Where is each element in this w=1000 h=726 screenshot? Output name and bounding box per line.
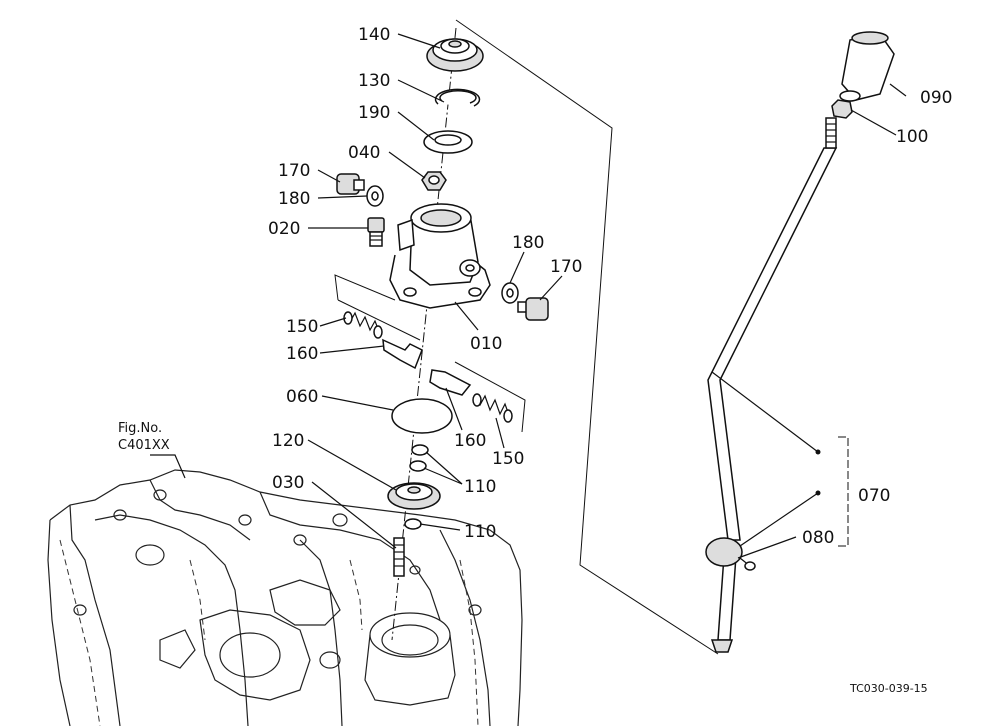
part-180-washer-left <box>366 185 384 207</box>
detent-frame-upper-base <box>337 299 421 341</box>
callout-110-upper: 110 <box>464 477 496 497</box>
callout-170-right: 170 <box>550 257 582 277</box>
part-170-bolt-right <box>517 297 549 321</box>
part-190-washer <box>423 130 473 154</box>
part-010-shift-housing <box>389 203 491 309</box>
callout-110-lower: 110 <box>464 522 496 542</box>
part-090-knob <box>839 31 895 102</box>
callout-150-upper: 150 <box>286 317 318 337</box>
part-060-oring <box>391 398 453 434</box>
part-110-oring-2 <box>409 460 427 472</box>
part-120-seat <box>387 482 441 510</box>
part-030-stud <box>393 537 405 577</box>
part-150-spring-lower <box>472 393 513 423</box>
callout-170-left: 170 <box>278 161 310 181</box>
callout-160-lower: 160 <box>454 431 486 451</box>
callout-040: 040 <box>348 143 380 163</box>
callout-100: 100 <box>896 127 928 147</box>
callout-030: 030 <box>272 473 304 493</box>
part-130-circlip <box>434 88 481 107</box>
leader-lines <box>150 33 907 559</box>
callout-180-left: 180 <box>278 189 310 209</box>
callout-020: 020 <box>268 219 300 239</box>
exploded-view-frame <box>455 19 719 655</box>
figure-reference-line1: Fig.No. <box>118 421 162 436</box>
callout-140: 140 <box>358 25 390 45</box>
part-040-nut <box>421 171 447 191</box>
part-160-detent-pin-upper <box>382 338 423 370</box>
part-020-plug <box>367 217 385 247</box>
callout-130: 130 <box>358 71 390 91</box>
part-100-nut <box>831 99 853 119</box>
part-150-spring-upper <box>343 311 383 339</box>
part-080-ball-joint <box>705 537 756 571</box>
part-170-bolt-left <box>336 173 365 195</box>
part-160-detent-pin-lower <box>429 369 472 396</box>
figure-reference: Fig.No. C401XX <box>118 421 170 453</box>
transmission-housing <box>47 469 523 726</box>
callout-150-lower: 150 <box>492 449 524 469</box>
drawing-number: TC030-039-15 <box>849 682 928 695</box>
part-180-washer-right <box>501 282 519 304</box>
detent-frame-lower <box>454 361 526 433</box>
figure-reference-line2: C401XX <box>118 438 170 453</box>
callout-120: 120 <box>272 431 304 451</box>
callout-080: 080 <box>802 528 834 548</box>
callout-070: 070 <box>858 486 890 506</box>
part-110-oring-3 <box>404 518 422 530</box>
part-140-boot <box>426 38 484 72</box>
part-070-shift-lever <box>707 117 838 653</box>
detent-frame-upper <box>334 274 396 301</box>
part-110-oring-1 <box>411 444 429 456</box>
callout-010: 010 <box>470 334 502 354</box>
callout-190: 190 <box>358 103 390 123</box>
callout-160-upper: 160 <box>286 344 318 364</box>
callout-090: 090 <box>920 88 952 108</box>
callout-labels: 140 130 190 040 170 180 020 180 170 010 … <box>268 25 952 548</box>
callout-060: 060 <box>286 387 318 407</box>
callout-180-right: 180 <box>512 233 544 253</box>
